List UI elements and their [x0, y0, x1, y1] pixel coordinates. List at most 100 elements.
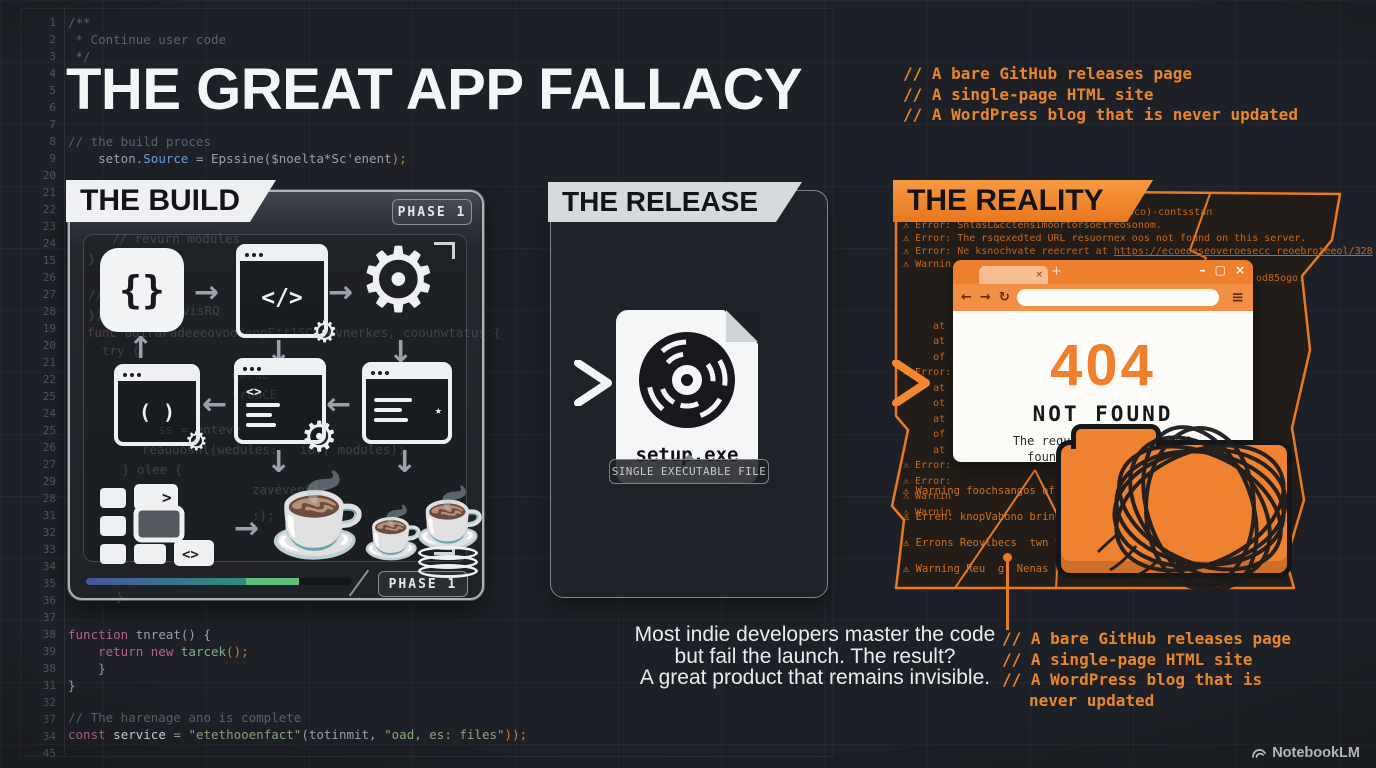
- warning-icon: ⚠: [903, 511, 910, 523]
- code-line: }: [68, 678, 76, 693]
- code-comment: // the build proces: [68, 134, 211, 149]
- code-line: function tnreat() {: [68, 628, 211, 642]
- sparkle-icon: ★: [434, 403, 442, 417]
- code-comment: * Continue user code: [68, 32, 227, 47]
- code-segment: tnreat() {: [128, 627, 212, 642]
- list-window-icon: ★: [362, 362, 452, 444]
- build-panel: PHASE 1 // revurn modules } // Vi }) th …: [68, 190, 501, 603]
- connector-line: [1006, 556, 1009, 630]
- window-dot: [130, 372, 134, 377]
- log-link-url: https://ecoeoeseoveroesecc reoebroteeol/…: [1113, 246, 1373, 257]
- strip-line: at: [903, 382, 946, 394]
- footer-message-line: A great product that remains invisible.: [639, 666, 991, 689]
- code-segment: ));: [504, 727, 528, 742]
- strip-line: of: [903, 351, 946, 363]
- code-segment: service: [105, 727, 174, 742]
- line-number: 20: [42, 169, 56, 182]
- log-line-link: ⚠ Error: Ne ksnochvate reecrert at https…: [903, 245, 1373, 258]
- code-line: const service = "etethooenfact"(totinmit…: [68, 728, 527, 742]
- line-number: 35: [42, 577, 56, 590]
- angle-pair-glyph: <>: [182, 547, 199, 563]
- browser-titlebar: × + – ▢ ×: [953, 260, 1253, 284]
- window-content: ★: [366, 379, 448, 440]
- window-dot: [245, 252, 249, 257]
- arrow-right-icon: →: [328, 275, 354, 310]
- line-number: 26: [42, 441, 56, 454]
- chevron-glyph: >: [162, 488, 172, 507]
- comment-line: // A bare GitHub releases page: [903, 64, 1192, 83]
- arrow-up-icon: ↑: [128, 331, 154, 366]
- line-number: 31: [42, 509, 56, 522]
- code-comment: /**: [68, 15, 91, 30]
- line-number: 15: [42, 254, 56, 267]
- line-number: 6: [49, 101, 56, 114]
- log-text: Warnin: [915, 259, 952, 270]
- maximize-icon: ▢: [1214, 263, 1226, 277]
- line-number: 19: [42, 322, 56, 335]
- back-icon: ←: [961, 290, 972, 305]
- line-number: 32: [42, 696, 56, 709]
- line-number: 25: [42, 390, 56, 403]
- line-number: 32: [42, 526, 56, 539]
- line-number: 26: [42, 271, 56, 284]
- ghost-code: }: [88, 251, 96, 266]
- saucer-stack-icon: [418, 564, 478, 578]
- file-fold-shade: [726, 310, 758, 342]
- gear-icon: ⚙: [311, 316, 338, 349]
- code-segment: );: [391, 151, 407, 166]
- line-number: 37: [42, 713, 56, 726]
- warning-icon: ⚠: [903, 246, 910, 257]
- code-segment: [68, 151, 98, 166]
- comment-line: never updated: [1029, 690, 1155, 710]
- line-number: 34: [42, 560, 56, 573]
- minimize-icon: –: [1199, 263, 1206, 277]
- line-number: 29: [42, 475, 56, 488]
- corner-bracket-icon: [434, 242, 455, 259]
- log-fragment-strip: at at of⚠ Error: at ot at of at⚠ Error:⚠…: [903, 272, 951, 520]
- code-segment: "oad, es: files": [384, 727, 505, 742]
- strip-line: at: [903, 444, 946, 456]
- line-number: 8: [49, 135, 56, 148]
- code-comment: */: [68, 49, 91, 64]
- line-number: 27: [42, 288, 56, 301]
- code-line: }: [68, 661, 106, 676]
- paren-window-icon: ( ) ⚙: [114, 364, 208, 454]
- setup-file-icon: setup.exe: [616, 310, 758, 484]
- reload-icon: ↻: [998, 290, 1010, 305]
- ghost-code: ss = enteve: [158, 422, 241, 437]
- line-number: 37: [42, 611, 56, 624]
- coffee-cup-icon: ☕: [362, 505, 425, 561]
- badge-slant-divider: [348, 569, 370, 597]
- line-number: 22: [42, 203, 56, 216]
- warning-icon: ⚠: [903, 259, 910, 270]
- text-line: [246, 403, 280, 407]
- line-number: 34: [42, 730, 56, 743]
- code-segment: const: [68, 727, 106, 742]
- strip-line: at: [903, 320, 946, 332]
- code-segment: $noelta*Sc'enent: [271, 151, 392, 166]
- disc-icon: [639, 332, 735, 428]
- gear-icon: ⚙: [300, 413, 338, 460]
- comment-line: // A single-page HTML site: [1002, 649, 1253, 669]
- modules-icon: > <>: [100, 484, 214, 566]
- menu-icon: ≡: [1231, 288, 1244, 306]
- line-number: 28: [42, 305, 56, 318]
- log-text: Error: SntasL&cctensimoortorsoetreosonom…: [915, 220, 1162, 231]
- window-dot: [123, 372, 127, 377]
- window-dot: [259, 252, 263, 257]
- code-segment: return new: [68, 644, 181, 659]
- text-line: [374, 407, 402, 412]
- window-bar: [238, 362, 322, 375]
- comments-bottom: // A bare GitHub releases page // A sing…: [1002, 629, 1291, 711]
- line-number: 4: [49, 67, 56, 80]
- code-segment: =: [173, 727, 189, 742]
- footer-message-line: Most indie developers master the code: [634, 623, 996, 646]
- line-number: 7: [49, 118, 56, 131]
- line-number: 22: [42, 373, 56, 386]
- single-executable-tooltip: SINGLE EXECUTABLE FILE: [609, 454, 769, 484]
- coffee-cup-icon: ☕: [268, 471, 368, 560]
- code-segment: =: [188, 151, 211, 166]
- text-line: [374, 397, 412, 402]
- gutter-separator: [64, 8, 65, 755]
